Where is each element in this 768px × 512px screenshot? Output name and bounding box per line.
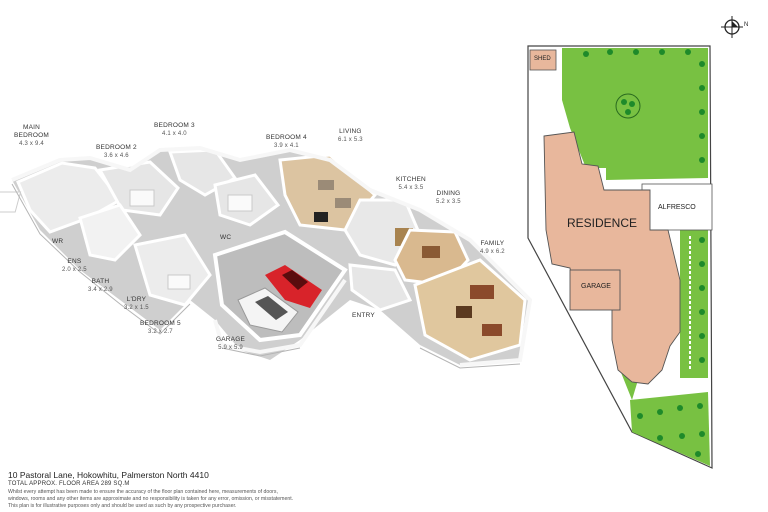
room-name: BEDROOM 3 (154, 122, 195, 129)
room-dim: 5.4 x 3.5 (398, 185, 424, 191)
room-name: L'DRY (126, 296, 147, 303)
room-dim: 2.0 x 2.5 (62, 267, 87, 273)
room-label-bath: BATH 3.4 x 2.9 (88, 278, 113, 294)
room-name: BATH (91, 278, 110, 285)
ensuite-bath-floor (78, 203, 142, 262)
side-lawn (680, 230, 708, 378)
room-name: MAIN BEDROOM (14, 124, 49, 139)
room-name: LIVING (339, 128, 362, 135)
room-dim: 3.9 x 4.1 (273, 143, 299, 149)
room-dim: 3.6 x 4.6 (103, 153, 129, 159)
room-name: ENS (67, 258, 82, 265)
room-name: BEDROOM 2 (96, 144, 137, 151)
room-label-living: LIVING 6.1 x 5.3 (338, 128, 363, 144)
room-label-bedroom-2: BEDROOM 2 3.6 x 4.6 (96, 144, 137, 160)
site-label-alfresco: ALFRESCO (658, 204, 696, 211)
main-bedroom-floor (0, 161, 123, 234)
room-label-bedroom-5: BEDROOM 5 3.2 x 2.7 (140, 320, 181, 336)
laundry-bedroom5-floor (133, 233, 212, 307)
disclaimer-line-3: This plan is for illustrative purposes o… (8, 503, 237, 509)
room-label-garage: GARAGE 5.9 x 5.9 (216, 336, 245, 352)
room-label-wr: WR (52, 238, 63, 246)
garage-floor (212, 229, 348, 343)
room-dim: 4.9 x 6.2 (480, 249, 505, 255)
room-label-family: FAMILY 4.9 x 6.2 (480, 240, 505, 256)
room-dim: 5.9 x 5.9 (218, 345, 243, 351)
room-name: BEDROOM 5 (140, 320, 181, 327)
room-label-bedroom-4: BEDROOM 4 3.9 x 4.1 (266, 134, 307, 150)
room-name: KITCHEN (396, 176, 426, 183)
white-car (237, 287, 299, 333)
bedroom2-floor (97, 160, 180, 217)
north-compass-icon (721, 16, 743, 38)
room-label-ens: ENS 2.0 x 2.5 (62, 258, 87, 274)
wall-shading (11, 183, 521, 369)
room-dim: 4.1 x 4.0 (161, 131, 187, 137)
room-name: BEDROOM 4 (266, 134, 307, 141)
shed (529, 49, 557, 71)
tree-dots (583, 49, 705, 457)
room-dim: 4.3 x 9.4 (19, 141, 44, 147)
room-name: ENTRY (352, 312, 375, 319)
north-label: N (744, 22, 749, 28)
room-dim: 6.1 x 5.3 (338, 137, 363, 143)
total-floor-area: TOTAL APPROX. FLOOR AREA 289 SQ.M (8, 481, 130, 487)
room-dim: 5.2 x 3.5 (436, 199, 461, 205)
property-address: 10 Pastoral Lane, Hokowhitu, Palmerston … (8, 470, 209, 480)
disclaimer-line-1: Whilst every attempt has been made to en… (8, 489, 278, 495)
bedroom4-floor (213, 173, 281, 227)
site-label-shed: SHED (534, 56, 551, 62)
back-lawn (562, 48, 708, 180)
garage-footprint (569, 269, 621, 311)
room-label-dining: DINING 5.2 x 3.5 (436, 190, 461, 206)
front-lawn (630, 392, 710, 466)
walls (11, 145, 533, 367)
room-name: WR (52, 238, 64, 245)
room-dim: 3.2 x 1.5 (124, 305, 149, 311)
site-label-garage: GARAGE (581, 283, 611, 290)
room-label-main-bedroom: MAIN BEDROOM 4.3 x 9.4 (14, 124, 49, 148)
room-name: FAMILY (480, 240, 505, 247)
family-floor (413, 258, 527, 362)
site-label-residence: RESIDENCE (567, 216, 638, 230)
room-name: WC (220, 234, 232, 241)
large-tree (615, 93, 641, 119)
entry-floor (348, 263, 413, 312)
room-label-entry: ENTRY (352, 312, 375, 320)
room-name: GARAGE (216, 336, 246, 343)
room-dim: 3.4 x 2.9 (88, 287, 113, 293)
room-label-kitchen: KITCHEN 5.4 x 3.5 (396, 176, 426, 192)
room-dim: 3.2 x 2.7 (147, 329, 173, 335)
room-label-bedroom-3: BEDROOM 3 4.1 x 4.0 (154, 122, 195, 138)
site-plan (527, 45, 713, 469)
disclaimer-line-2: windows, rooms and any other items are a… (8, 496, 294, 502)
floor-plan-3d (0, 145, 533, 369)
room-label-wc: WC (220, 234, 231, 242)
room-label-laundry: L'DRY 3.2 x 1.5 (124, 296, 149, 312)
room-name: DINING (436, 190, 461, 197)
red-car (265, 265, 322, 308)
alfresco-area (641, 183, 713, 231)
